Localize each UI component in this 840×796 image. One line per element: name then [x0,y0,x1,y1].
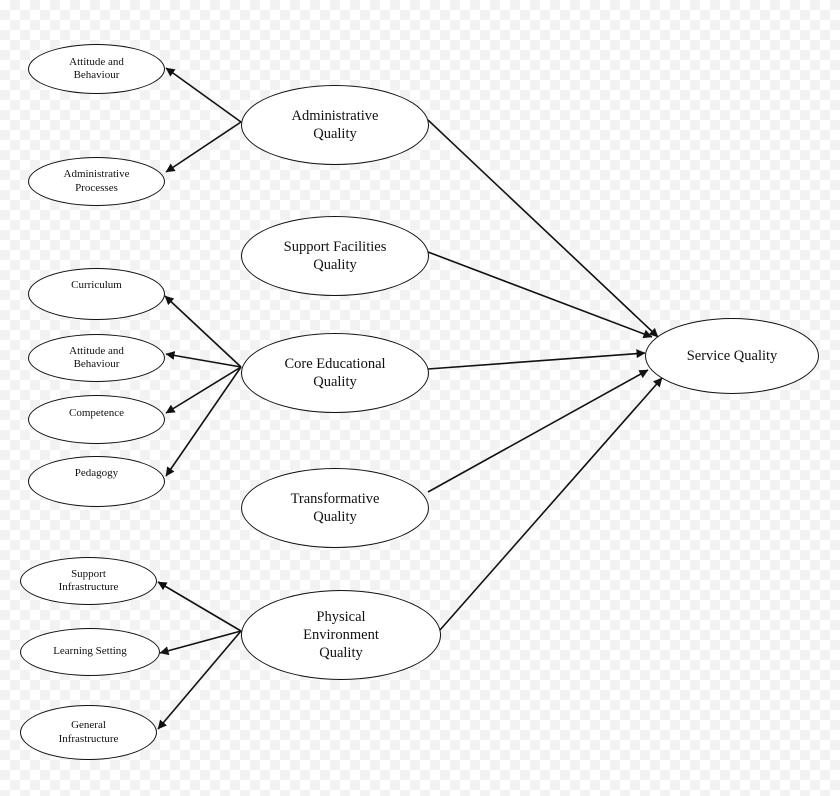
support-facilities-quality-node: Support Facilities Quality [241,216,429,296]
support-infrastructure-label: Support Infrastructure [58,567,119,593]
attitude-behaviour-admin-label: Attitude and Behaviour [69,55,124,81]
competence-node: Competence [28,395,165,444]
transformative-quality-node: Transformative Quality [241,468,429,548]
competence-label: Competence [69,406,124,419]
administrative-processes-node: Administrative Processes [28,157,165,206]
core-to-pedagogy-arrow [165,366,242,477]
transformative-to-service-quality-arrow [427,369,649,493]
attitude-behaviour-core-label: Attitude and Behaviour [69,344,124,370]
core-educational-quality-label: Core Educational Quality [284,355,386,390]
admin-to-service-quality-arrow [427,119,659,338]
support-to-service-quality-arrow [427,251,653,339]
phys-to-support-infrastructure-arrow [157,581,242,632]
core-to-curriculum-arrow [164,295,242,368]
transformative-quality-label: Transformative Quality [290,490,380,525]
attitude-behaviour-core-node: Attitude and Behaviour [28,334,165,382]
administrative-quality-label: Administrative Quality [291,107,379,142]
service-quality-node: Service Quality [645,318,819,394]
core-to-attitude-behaviour-arrow [165,351,242,368]
service-quality-label: Service Quality [686,347,778,364]
physical-to-service-quality-arrow [439,377,663,631]
general-infrastructure-node: General Infrastructure [20,705,157,760]
support-infrastructure-node: Support Infrastructure [20,557,157,605]
general-infrastructure-label: General Infrastructure [58,719,119,745]
learning-setting-node: Learning Setting [20,628,160,676]
administrative-processes-label: Administrative Processes [63,168,130,194]
attitude-behaviour-admin-node: Attitude and Behaviour [28,44,165,94]
physical-environment-quality-node: Physical Environment Quality [241,590,441,680]
core-to-service-quality-arrow [427,349,646,370]
phys-to-general-infrastructure-arrow [157,630,242,730]
pedagogy-label: Pedagogy [74,466,119,479]
core-educational-quality-node: Core Educational Quality [241,333,429,413]
learning-setting-label: Learning Setting [53,645,127,658]
core-to-competence-arrow [165,366,242,414]
admin-to-administrative-processes-arrow [165,121,242,173]
pedagogy-node: Pedagogy [28,456,165,507]
phys-to-learning-setting-arrow [159,630,242,656]
physical-environment-quality-label: Physical Environment Quality [303,608,379,662]
administrative-quality-node: Administrative Quality [241,85,429,165]
admin-to-attitude-behaviour-arrow [165,67,242,123]
support-facilities-quality-label: Support Facilities Quality [283,238,387,273]
curriculum-label: Curriculum [71,279,122,292]
curriculum-node: Curriculum [28,268,165,320]
